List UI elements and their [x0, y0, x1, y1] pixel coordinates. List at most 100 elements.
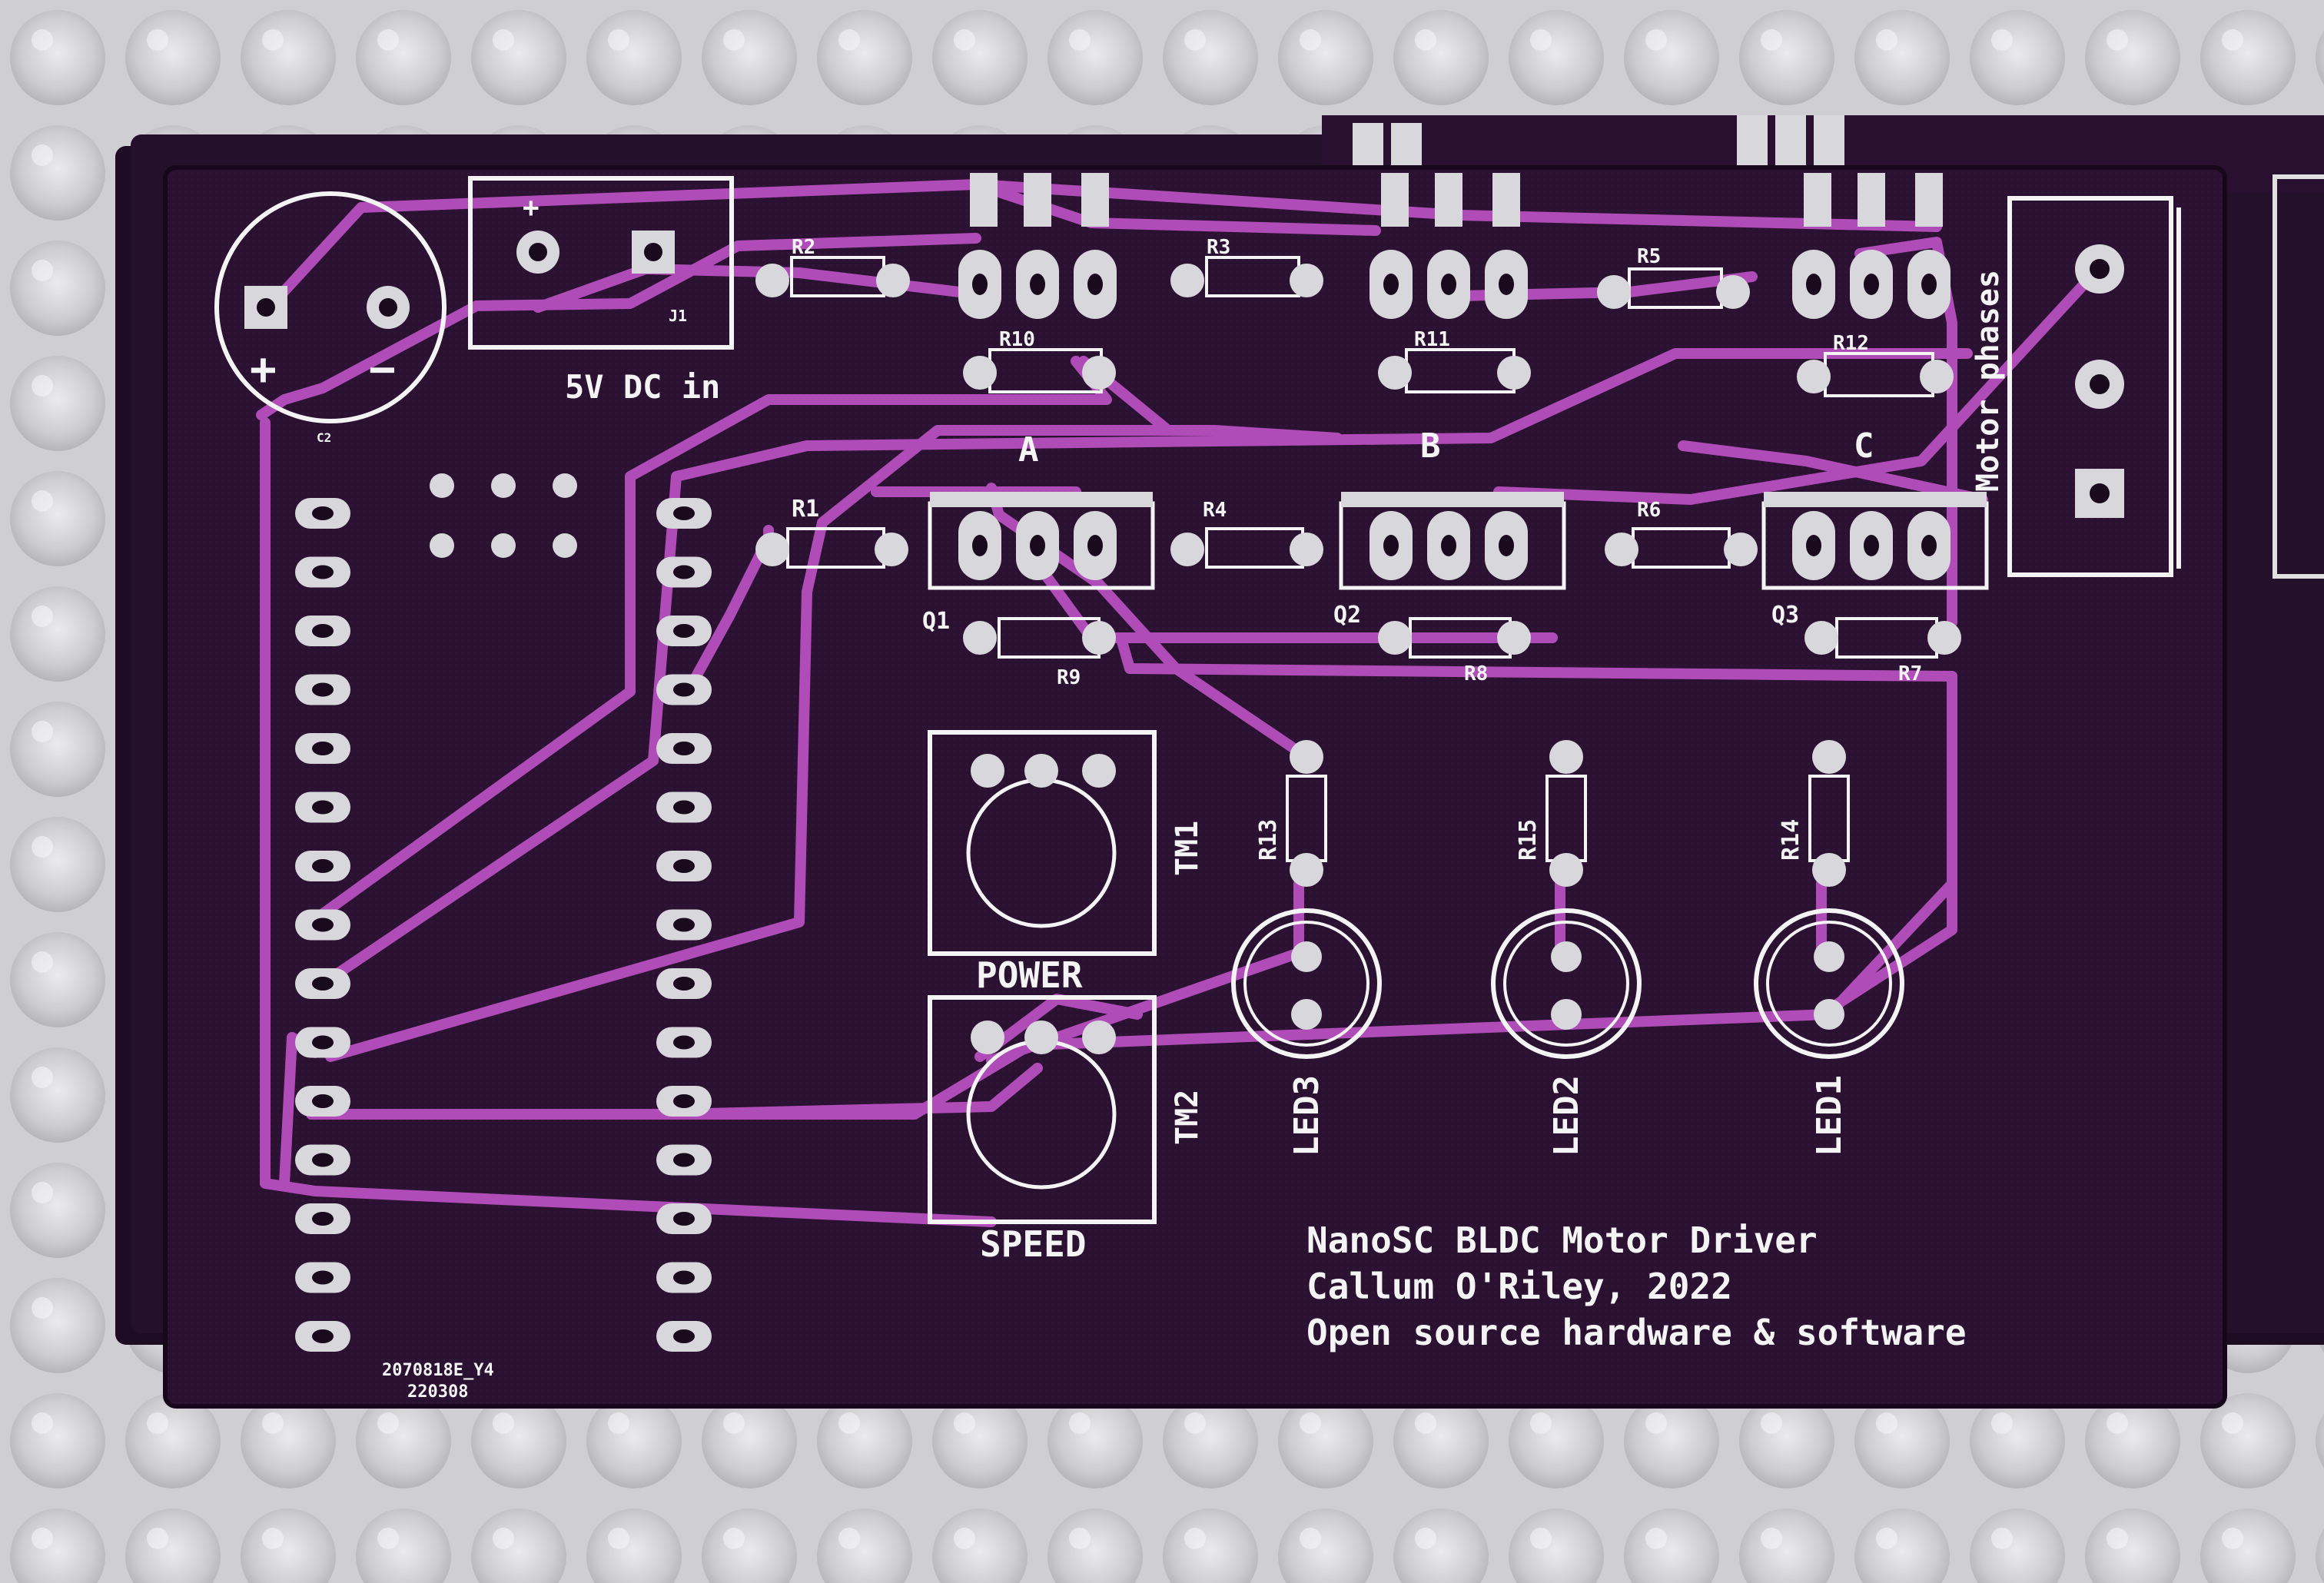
header-pin [295, 556, 350, 588]
header-pin [295, 909, 350, 941]
credits-line-3: Open source hardware & software [1306, 1312, 1967, 1353]
svg-text:R1: R1 [792, 496, 819, 523]
resistor-r7: R7 [1804, 617, 1961, 685]
mosfet [1761, 492, 1989, 590]
header-pin [295, 1262, 350, 1293]
header-pin [656, 792, 712, 823]
header-pin [295, 851, 350, 881]
header-pin [295, 1144, 350, 1176]
header-pin [295, 733, 350, 764]
header-pin [295, 1027, 350, 1058]
resistor-r3: R3 [1170, 236, 1323, 297]
svg-text:R13: R13 [1255, 819, 1282, 861]
resistor-r4: R4 [1170, 499, 1323, 569]
cap-minus-label: − [369, 343, 396, 395]
svg-text:220308: 220308 [407, 1382, 468, 1402]
credits-block: NanoSC BLDC Motor Driver Callum O'Riley,… [1306, 1220, 1967, 1353]
svg-text:R8: R8 [1464, 662, 1488, 685]
svg-text:R6: R6 [1637, 499, 1661, 522]
arduino-header-left [295, 498, 350, 1352]
jack-plus-label: + [523, 192, 540, 224]
svg-text:R12: R12 [1833, 332, 1869, 355]
resistor-r11: R11 [1378, 328, 1531, 393]
motor-phases-label: Motor phases [1970, 270, 2006, 492]
motor-phase-connector: Motor phases [1970, 196, 2181, 577]
speed-trimmer-label: SPEED [980, 1223, 1086, 1265]
arduino-header-right [656, 498, 712, 1352]
header-pin [656, 733, 712, 764]
svg-text:2070818E_Y4: 2070818E_Y4 [382, 1361, 494, 1380]
svg-text:R5: R5 [1637, 245, 1661, 268]
high-side-mosfets [958, 173, 1950, 319]
credits-line-2: Callum O'Riley, 2022 [1306, 1266, 1732, 1307]
header-pin [656, 674, 712, 705]
header-pin [656, 1203, 712, 1234]
header-pin [295, 498, 350, 529]
header-pin [656, 1027, 712, 1058]
cap-ref-label: C2 [317, 430, 331, 445]
credits-line-1: NanoSC BLDC Motor Driver [1306, 1220, 1818, 1261]
resistor-r5: R5 [1597, 245, 1750, 309]
header-pin [656, 556, 712, 588]
resistor-r10: R10 [963, 328, 1116, 393]
header-pin [295, 1203, 350, 1234]
phase-label-c: C [1854, 426, 1874, 466]
trimmer-tm2: TM2 SPEED [928, 995, 1205, 1265]
batch-code: 2070818E_Y4 220308 [382, 1361, 494, 1402]
power-input-label: 5V DC in [565, 368, 720, 406]
cap-plus-label: + [250, 343, 277, 395]
header-pin [656, 616, 712, 646]
resistor-r12: R12 [1797, 332, 1954, 397]
header-pin [656, 498, 712, 529]
header-pin [295, 616, 350, 646]
resistor-r1: R1 [755, 496, 908, 569]
header-pin [295, 674, 350, 705]
jack-ref-label: J1 [669, 307, 687, 325]
svg-text:R14: R14 [1778, 819, 1804, 861]
svg-text:LED2: LED2 [1547, 1075, 1586, 1157]
header-pin [295, 1321, 350, 1352]
phase-label-b: B [1420, 426, 1441, 466]
svg-text:TM1: TM1 [1170, 821, 1205, 876]
header-pin [656, 968, 712, 999]
svg-text:R15: R15 [1515, 819, 1542, 861]
resistor-r2: R2 [755, 236, 910, 297]
low-side-mosfets [928, 492, 1989, 590]
phase-label-a: A [1018, 430, 1039, 470]
svg-text:R9: R9 [1057, 666, 1081, 689]
capacitor-c2: + − C2 [214, 191, 447, 445]
header-pin [656, 1321, 712, 1352]
svg-text:LED3: LED3 [1287, 1075, 1326, 1157]
resistor-r6: R6 [1605, 499, 1758, 569]
q1-label: Q1 [922, 608, 950, 635]
mosfet [1370, 173, 1528, 319]
header-pin [656, 1262, 712, 1293]
dc-power-jack: + J1 5V DC in [468, 176, 734, 406]
mosfet [1792, 173, 1950, 319]
svg-text:R4: R4 [1203, 499, 1227, 522]
power-trimmer-label: POWER [976, 954, 1083, 996]
header-pin [295, 1086, 350, 1117]
header-pin [656, 909, 712, 941]
svg-text:TM2: TM2 [1170, 1090, 1205, 1145]
svg-text:LED1: LED1 [1810, 1075, 1849, 1157]
resistor-r8: R8 [1378, 617, 1531, 685]
svg-text:R10: R10 [999, 328, 1035, 351]
mosfet [928, 492, 1155, 590]
header-pin [656, 1086, 712, 1117]
header-pin [295, 792, 350, 823]
svg-text:R7: R7 [1898, 662, 1922, 685]
svg-text:R2: R2 [792, 236, 815, 259]
q2-label: Q2 [1333, 602, 1361, 629]
header-pin [295, 968, 350, 999]
mosfet [1339, 492, 1566, 590]
header-pin [656, 1144, 712, 1176]
svg-text:R11: R11 [1414, 328, 1450, 351]
q3-label: Q3 [1771, 602, 1799, 629]
trimmer-tm1: TM1 POWER [928, 730, 1205, 996]
